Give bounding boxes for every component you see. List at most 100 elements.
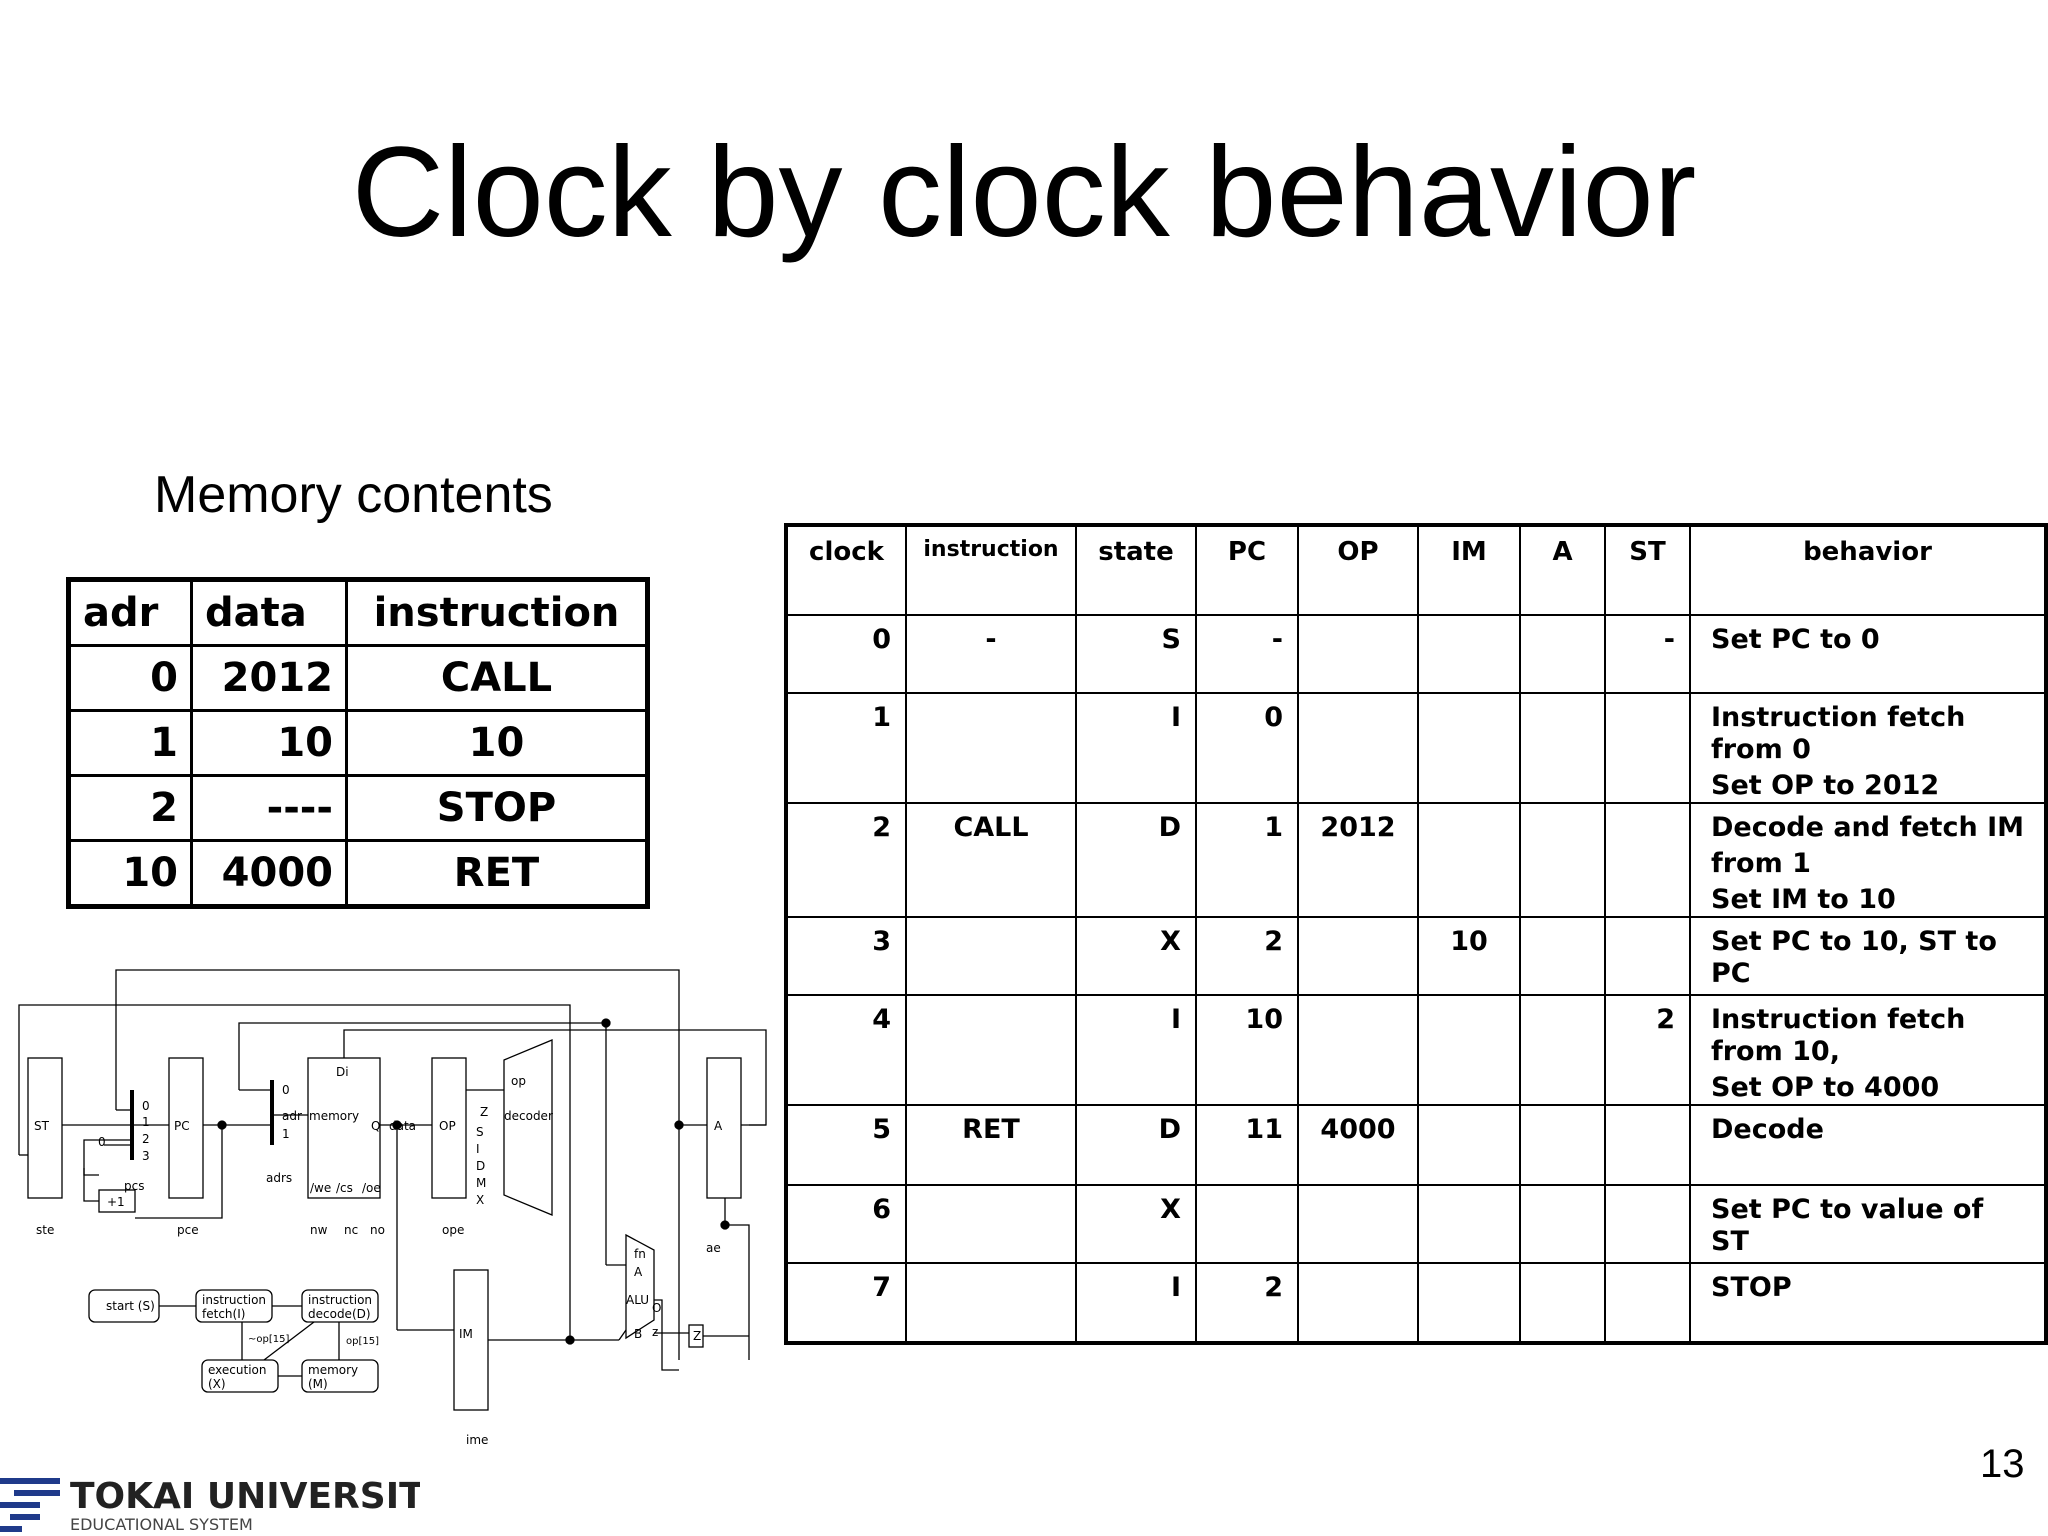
clock-cell-op: [1297, 1184, 1419, 1264]
clock-cell-pc: 0: [1195, 692, 1299, 804]
clock-cell-op: [1297, 916, 1419, 996]
behavior-line: Decode and fetch IM: [1711, 812, 2024, 843]
clock-cell-im: [1417, 1184, 1521, 1264]
diagram-label: 1: [142, 1115, 150, 1129]
logo-subtext: EDUCATIONAL SYSTEM: [70, 1515, 253, 1534]
clock-cell-instruction: RET: [905, 1104, 1077, 1186]
clock-cell-state: I: [1075, 692, 1197, 804]
memory-cell: 1: [67, 709, 193, 777]
clock-cell-pc: [1195, 1184, 1299, 1264]
pc-register: [168, 1057, 204, 1199]
diagram-label: 1: [282, 1127, 290, 1141]
clock-cell-pc: 1: [1195, 802, 1299, 918]
clock-cell-clock: 4: [785, 994, 907, 1106]
diagram-label: fn: [634, 1247, 646, 1261]
clock-cell-op: [1297, 994, 1419, 1106]
clock-header-pc: PC: [1195, 524, 1299, 616]
clock-cell-instruction: [905, 692, 1077, 804]
clock-cell-st: -: [1604, 614, 1691, 694]
clock-cell-op: 4000: [1297, 1104, 1419, 1186]
diagram-label: A: [634, 1265, 643, 1279]
diagram-label: 2: [142, 1132, 150, 1146]
behavior-line: from 1: [1711, 848, 1811, 879]
clock-cell-behavior: Set PC to 10, ST to PC: [1689, 916, 2047, 996]
behavior-line: Instruction fetch from 0: [1711, 702, 1966, 765]
memory-table: adr data instruction 0 2012 CALL 1 10 10…: [66, 577, 650, 909]
diagram-label: nc: [344, 1223, 358, 1237]
clock-cell-clock: 0: [785, 614, 907, 694]
datapath-diagram: ST PC OP A IM Z 0 1 2 3 0 1 0 +1 pcs adr…: [18, 969, 767, 1447]
clock-cell-clock: 6: [785, 1184, 907, 1264]
clock-cell-op: [1297, 692, 1419, 804]
diagram-label: op: [511, 1074, 526, 1088]
memory-cell: 2: [67, 774, 193, 842]
clock-cell-st: [1604, 1262, 1691, 1344]
clock-cell-behavior: Set PC to value of ST: [1689, 1184, 2047, 1264]
clock-cell-instruction: [905, 994, 1077, 1106]
clock-cell-im: [1417, 614, 1521, 694]
clock-cell-a: [1519, 614, 1606, 694]
behavior-line: Instruction fetch from 10,: [1711, 1004, 1966, 1067]
clock-cell-st: [1604, 802, 1691, 918]
diagram-label: z: [652, 1325, 658, 1339]
st-register: [27, 1057, 63, 1199]
clock-cell-instruction: [905, 916, 1077, 996]
memory-cell: 10: [190, 709, 348, 777]
clock-cell-state: I: [1075, 1262, 1197, 1344]
diagram-label: Q: [371, 1119, 380, 1133]
clock-cell-st: [1604, 1104, 1691, 1186]
clock-cell-clock: 7: [785, 1262, 907, 1344]
behavior-line: Set OP to 4000: [1711, 1072, 1940, 1103]
diagram-label: 0: [282, 1083, 290, 1097]
university-logo: TOKAI UNIVERSITY EDUCATIONAL SYSTEM: [0, 1476, 420, 1534]
memory-header-data: data: [190, 578, 348, 647]
diagram-label: /cs: [336, 1181, 353, 1195]
clock-cell-st: [1604, 1184, 1691, 1264]
state-label: start (S): [106, 1299, 155, 1313]
diagram-label: ST: [34, 1119, 50, 1133]
diagram-label: Z: [480, 1105, 488, 1119]
diagram-label: OP: [439, 1119, 456, 1133]
behavior-line: Set PC to 10, ST to PC: [1711, 926, 1997, 989]
clock-cell-st: [1604, 916, 1691, 996]
diagram-label: ALU: [626, 1293, 649, 1307]
clock-cell-instruction: [905, 1184, 1077, 1264]
clock-cell-pc: 2: [1195, 1262, 1299, 1344]
clock-cell-st: [1604, 692, 1691, 804]
diagram-label: memory: [309, 1109, 359, 1123]
diagram-label: 0: [142, 1099, 150, 1113]
behavior-line: Set IM to 10: [1711, 884, 1896, 915]
diagram-label: +1: [107, 1195, 125, 1209]
behavior-line: Set PC to 0: [1711, 624, 1880, 655]
memory-header-row: adr data instruction: [67, 578, 649, 647]
clock-header-im: IM: [1417, 524, 1521, 616]
clock-cell-state: I: [1075, 994, 1197, 1106]
clock-cell-op: [1297, 614, 1419, 694]
clock-table-row: 0-S--Set PC to 0: [785, 614, 2047, 694]
memory-block: [307, 1057, 381, 1199]
memory-cell: 10: [67, 839, 193, 908]
diagram-label: I: [476, 1142, 480, 1156]
op-register: [431, 1057, 467, 1199]
clock-cell-behavior: Decode: [1689, 1104, 2047, 1186]
page-number: 13: [1980, 1442, 2025, 1486]
clock-cell-a: [1519, 916, 1606, 996]
diagram-label: B: [634, 1327, 642, 1341]
state-label: instruction: [308, 1293, 372, 1307]
memory-row: 0 2012 CALL: [67, 644, 649, 712]
memory-cell: CALL: [345, 644, 649, 712]
clock-cell-a: [1519, 802, 1606, 918]
clock-cell-im: [1417, 1262, 1521, 1344]
state-label: op[15]: [346, 1336, 379, 1347]
memory-cell: 10: [345, 709, 649, 777]
diagram-label: ope: [442, 1223, 464, 1237]
diagram-label: IM: [459, 1327, 473, 1341]
memory-cell: 0: [67, 644, 193, 712]
clock-cell-instruction: CALL: [905, 802, 1077, 918]
diagram-label: ime: [466, 1433, 488, 1447]
diagram-label: X: [476, 1193, 484, 1207]
state-label: fetch(I): [202, 1307, 245, 1321]
clock-cell-behavior: Set PC to 0: [1689, 614, 2047, 694]
